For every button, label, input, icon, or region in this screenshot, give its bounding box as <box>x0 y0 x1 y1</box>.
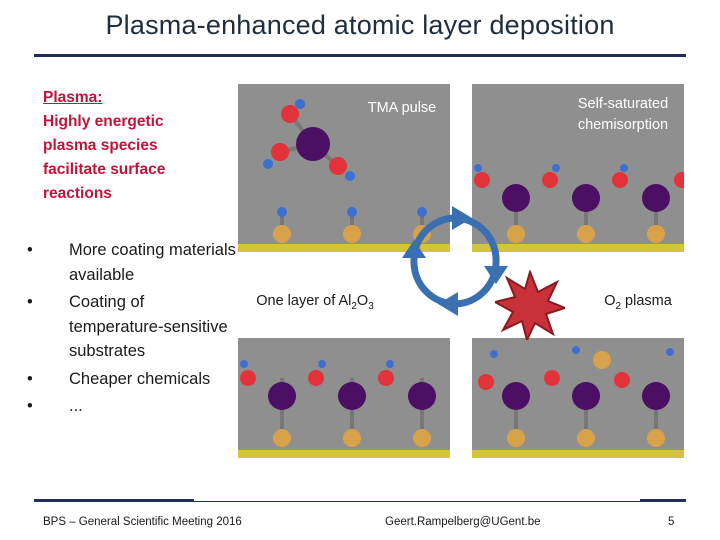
list-item: •... <box>27 394 242 419</box>
list-item-text: ... <box>69 397 83 415</box>
alumina-layer-atoms <box>240 360 436 447</box>
substrate <box>472 244 684 252</box>
list-item: • Coating of temperature-sensitive substr… <box>27 290 242 364</box>
layer-label-text: O <box>356 293 369 309</box>
chemisorption-label: Self-saturated chemisorption <box>577 96 669 133</box>
bonded-al-groups <box>474 164 684 243</box>
layer-label-subscript: 3 <box>368 300 374 312</box>
list-item: • More coating materials available <box>27 238 242 287</box>
bullet-icon: • <box>27 397 33 415</box>
page-number: 5 <box>668 516 675 528</box>
o2-label-text: plasma <box>621 293 672 309</box>
list-item-text: Coating of temperature-sensitive substra… <box>69 293 228 360</box>
substrate <box>238 244 450 252</box>
footer-divider <box>34 499 194 502</box>
footer-email: Geert.Rampelberg@UGent.be <box>385 516 541 528</box>
o2-label-text: O <box>604 293 616 309</box>
list-item: • Cheaper chemicals <box>27 367 242 392</box>
plasma-line: facilitate surface <box>43 161 166 178</box>
alumina-layer-illustration <box>238 360 450 458</box>
plasma-heading: Plasma: <box>43 89 103 106</box>
title-divider <box>34 54 686 57</box>
alumina-layer-label: One layer of Al2O3 <box>240 293 390 312</box>
o2-label-subscript: 2 <box>615 300 622 312</box>
molecule-tma <box>263 99 355 181</box>
benefits-list: • More coating materials available • Coati… <box>27 238 242 422</box>
layer-label-subscript: 2 <box>351 300 357 312</box>
o2-plasma-label: O2 plasma <box>588 293 688 312</box>
tma-molecule-illustration <box>238 99 450 252</box>
list-item-text: More coating materials available <box>69 241 236 284</box>
substrate <box>472 450 684 458</box>
oxidized-surface-atoms <box>478 346 674 447</box>
cycle-arrows-icon <box>402 206 508 316</box>
chemisorption-panel <box>472 84 684 252</box>
plasma-note: Plasma: Highly energetic plasma species … <box>43 86 243 206</box>
tma-pulse-label: TMA pulse <box>367 100 437 116</box>
plasma-line: plasma species <box>43 137 158 154</box>
page-title: Plasma-enhanced atomic layer deposition <box>105 10 615 40</box>
layer-label-text: One layer of Al <box>256 293 352 309</box>
chemisorption-illustration <box>472 164 684 252</box>
substrate <box>238 450 450 458</box>
plasma-line: reactions <box>43 185 112 202</box>
tma-pulse-panel <box>238 84 450 252</box>
bullet-icon: • <box>27 293 33 311</box>
o2-plasma-panel <box>472 338 684 458</box>
plasma-line: Highly energetic <box>43 113 164 130</box>
o2-plasma-illustration <box>472 346 684 458</box>
list-item-text: Cheaper chemicals <box>69 369 211 388</box>
alumina-layer-panel <box>238 338 450 458</box>
bullet-icon: • <box>27 241 33 259</box>
footer-divider <box>194 501 686 502</box>
bullet-icon: • <box>27 369 33 388</box>
footer-event: BPS – General Scientific Meeting 2016 <box>43 516 242 528</box>
footer-divider <box>640 499 686 502</box>
plasma-burst-icon <box>495 270 565 340</box>
